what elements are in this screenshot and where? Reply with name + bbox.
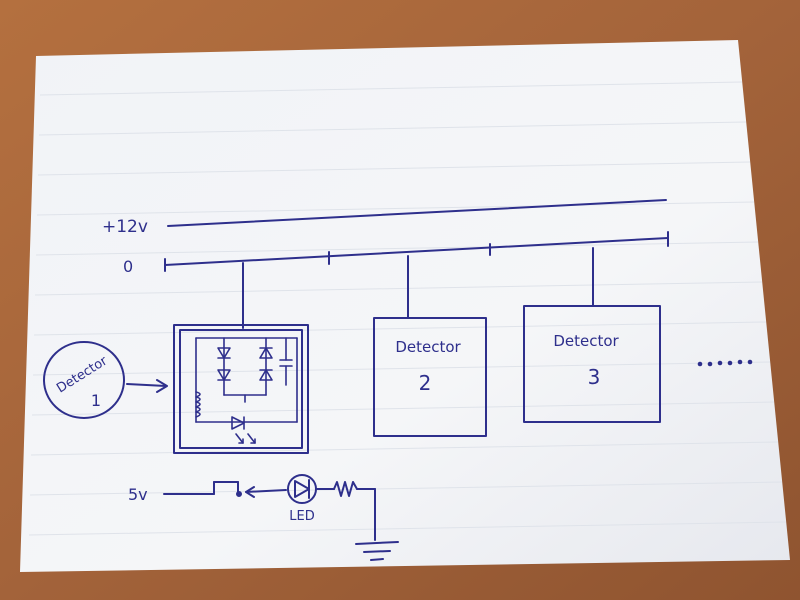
ground-symbol	[355, 488, 399, 561]
ground-rail-label: 0	[123, 257, 133, 276]
detector-2-box	[373, 317, 487, 437]
continuation-dots-drawing	[697, 359, 753, 367]
paper-rule-lines	[28, 81, 787, 536]
detector-1-circle	[43, 341, 125, 419]
led-circuit-wiring	[163, 481, 287, 498]
detector-3-box	[523, 305, 661, 423]
paper-sheet	[20, 40, 790, 572]
led-supply-label: 5v	[128, 485, 148, 504]
detector-1-internal-circuit	[195, 337, 298, 444]
detector-1-number: 1	[91, 391, 101, 410]
led-resistor	[315, 481, 376, 497]
positive-rail-label: +12v	[102, 217, 148, 237]
ground-rail	[164, 231, 669, 272]
detector-3-title: Detector	[553, 332, 619, 350]
detector-2-title: Detector	[395, 338, 461, 356]
detector-1-arrow	[126, 379, 168, 393]
led-label: LED	[289, 509, 314, 524]
positive-rail	[167, 199, 667, 227]
detector-2-number: 2	[419, 371, 432, 395]
detector-3-number: 3	[588, 365, 601, 389]
detector-1-schematic-box	[173, 324, 309, 454]
